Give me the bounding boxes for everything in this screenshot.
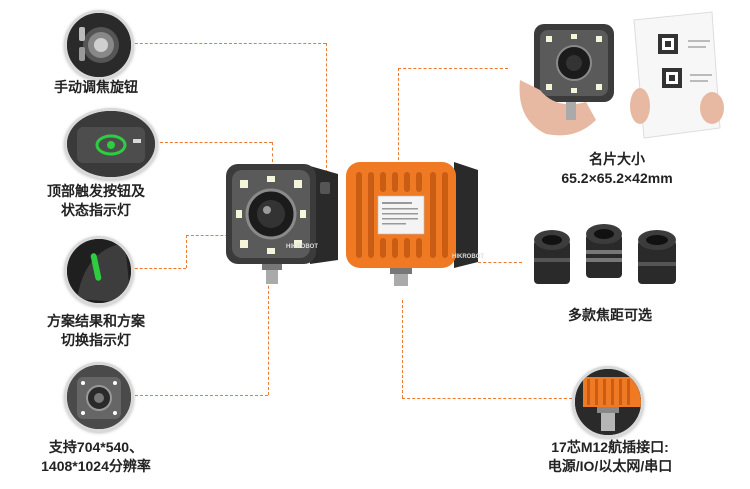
scheme-indicator-thumbnail — [64, 236, 134, 306]
lens-options-label: 多款焦距可选 — [568, 307, 652, 323]
size-label: 名片大小 65.2×65.2×42mm — [561, 151, 673, 186]
m12-connector-thumbnail — [572, 366, 644, 438]
focus-knob-label: 手动调焦旋钮 — [54, 79, 138, 95]
connector-line — [326, 43, 327, 173]
connector-label: 17芯M12航插接口: 电源/IO/以太网/串口 — [547, 439, 673, 474]
camera-back-view: HIKROBOT — [342, 158, 484, 290]
focus-knob-thumbnail — [64, 10, 134, 80]
scheme-indicator-label: 方案结果和方案 切换指示灯 — [47, 313, 145, 348]
connector-line — [402, 398, 572, 399]
connector-line — [402, 300, 403, 398]
connector-line — [268, 215, 269, 395]
connector-line — [130, 395, 268, 396]
resolution-label: 支持704*540、 1408*1024分辨率 — [41, 439, 151, 474]
connector-line — [398, 68, 399, 170]
top-trigger-label: 顶部触发按钮及 状态指示灯 — [47, 183, 145, 218]
connector-line — [272, 142, 273, 162]
side-brand-logo: HIKROBOT — [452, 254, 484, 260]
connector-line — [398, 68, 508, 69]
camera-front-view: HIKROBOT — [222, 160, 340, 290]
resolution-thumbnail — [64, 362, 134, 432]
connector-line — [130, 43, 326, 44]
front-brand-logo: HIKROBOT — [286, 244, 318, 250]
connector-line — [130, 268, 186, 269]
connector-line — [150, 142, 272, 143]
lens-options-photo — [528, 218, 688, 290]
connector-line — [478, 262, 522, 263]
top-trigger-thumbnail — [64, 108, 158, 180]
connector-line — [186, 235, 187, 268]
connector-line — [186, 235, 238, 236]
business-card-size-photo — [516, 10, 726, 142]
